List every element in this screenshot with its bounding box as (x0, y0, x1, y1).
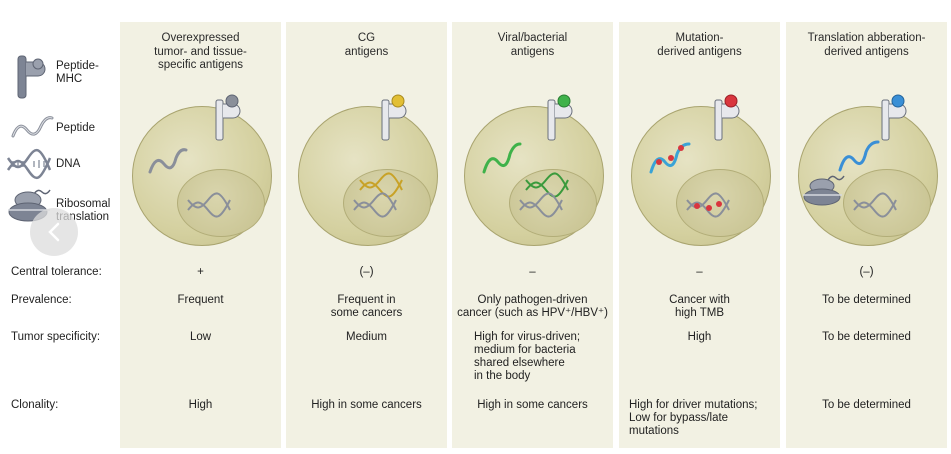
column-title: Overexpressed tumor- and tissue- specifi… (154, 32, 247, 71)
prevalence-value: Cancer with high TMB (669, 294, 730, 319)
peptide-mhc-icon (381, 94, 407, 141)
cell-illustration (464, 106, 604, 246)
column-title: Viral/bacterial antigens (497, 32, 568, 58)
row-label-central-tolerance: Central tolerance: (11, 266, 102, 278)
carousel-prev-button[interactable] (30, 208, 78, 256)
clonality-value: High (188, 399, 213, 411)
central-tolerance-value: – (529, 266, 536, 278)
peptide-mhc-icon (215, 94, 241, 141)
peptide-mhc-legend-icon (17, 55, 46, 99)
peptide-icon (148, 148, 188, 174)
clonality-value: To be determined (822, 399, 911, 411)
dna-icon-green (525, 172, 569, 198)
dna-icon (353, 192, 397, 218)
row-label-prevalence: Prevalence: (11, 294, 72, 306)
column-mutation-derived-antigens: Mutation- derived antigens – Cancer with… (619, 22, 780, 448)
peptide-mhc-icon (547, 94, 573, 141)
tumor-specificity-value: Medium (346, 331, 387, 343)
central-tolerance-value: + (197, 266, 204, 278)
ribosome-icon (803, 175, 845, 206)
peptide-icon-green (482, 142, 522, 174)
column-title: Translation abberation- derived antigens (807, 32, 926, 58)
column-title: CG antigens (344, 32, 389, 58)
cell-illustration (298, 106, 438, 246)
central-tolerance-value: (–) (359, 266, 374, 278)
peptide-mhc-icon (881, 94, 907, 141)
dna-icon-yellow (359, 172, 403, 198)
clonality-value: High in some cancers (477, 399, 588, 411)
prevalence-value: Frequent in some cancers (330, 294, 403, 319)
clonality-value: High in some cancers (311, 399, 422, 411)
clonality-value: High for driver mutations; Low for bypas… (629, 399, 758, 437)
prevalence-value: Frequent (177, 294, 224, 306)
dna-icon (853, 192, 897, 218)
column-overexpressed-antigens: Overexpressed tumor- and tissue- specifi… (120, 22, 281, 448)
chevron-left-icon (48, 222, 60, 242)
peptide-mhc-icon (714, 94, 740, 141)
column-cg-antigens: CG antigens (–) Frequent in some cancers… (286, 22, 447, 448)
tumor-specificity-value: Low (189, 331, 212, 343)
tumor-specificity-value: High for virus-driven; medium for bacter… (474, 331, 581, 382)
peptide-legend-icon (11, 116, 54, 138)
legend-peptide-mhc-label: Peptide- MHC (56, 60, 99, 85)
column-viral-bacterial-antigens: Viral/bacterial antigens – Only pathogen… (452, 22, 613, 448)
tumor-specificity-value: To be determined (822, 331, 911, 343)
dna-icon (187, 192, 231, 218)
prevalence-value: Only pathogen-driven cancer (such as HPV… (457, 294, 608, 319)
nucleus (343, 169, 431, 237)
cell-illustration (798, 106, 938, 246)
cell-illustration (631, 106, 771, 246)
legend-peptide-label: Peptide (56, 122, 96, 134)
column-translation-aberration-antigens: Translation abberation- derived antigens… (786, 22, 947, 448)
prevalence-value: To be determined (822, 294, 911, 306)
tumor-specificity-value: High (687, 331, 712, 343)
legend-dna-label: DNA (56, 158, 81, 170)
central-tolerance-value: – (696, 266, 703, 278)
row-label-tumor-specificity: Tumor specificity: (11, 331, 101, 343)
peptide-icon-mutated (649, 142, 691, 174)
row-label-clonality: Clonality: (11, 399, 59, 411)
cell-illustration (132, 106, 272, 246)
column-title: Mutation- derived antigens (657, 32, 742, 58)
central-tolerance-value: (–) (859, 266, 874, 278)
dna-icon (519, 192, 563, 218)
dna-legend-icon (6, 148, 52, 180)
dna-icon-mutated (686, 192, 730, 218)
peptide-icon-blue (838, 140, 880, 172)
